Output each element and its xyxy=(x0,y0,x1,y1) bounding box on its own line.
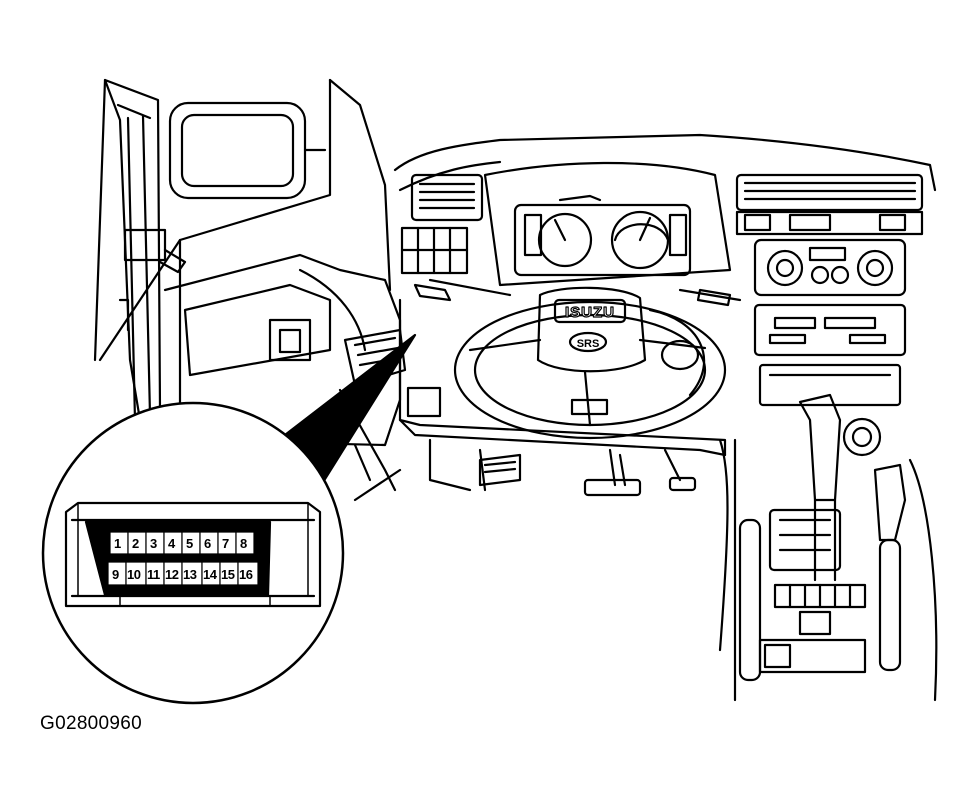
center-console xyxy=(718,173,938,702)
dashboard xyxy=(393,133,937,457)
pin-label: 14 xyxy=(203,567,218,582)
pin-label: 3 xyxy=(150,536,157,551)
pin-label: 4 xyxy=(168,536,176,551)
pin-label: 8 xyxy=(240,536,247,551)
pin-label: 9 xyxy=(112,567,119,582)
pin-label: 12 xyxy=(165,567,179,582)
pin-label: 15 xyxy=(221,567,235,582)
connector-top-row xyxy=(109,531,255,555)
pin-label: 5 xyxy=(186,536,193,551)
pin-label: 7 xyxy=(222,536,229,551)
pin-label: 13 xyxy=(183,567,197,582)
pin-label: 2 xyxy=(132,536,139,551)
steering-wheel-brand-text: ISUZU xyxy=(565,304,615,321)
figure-id-caption: G02800960 xyxy=(40,713,143,734)
pedal-area xyxy=(428,438,697,497)
airbag-srs-text: SRS xyxy=(577,338,600,350)
pin-label: 16 xyxy=(239,567,253,582)
pin-label: 11 xyxy=(147,567,160,582)
connector-bottom-row xyxy=(107,561,259,586)
pin-label: 6 xyxy=(204,536,211,551)
pin-label: 1 xyxy=(114,536,121,551)
connector-callout-circle: 1 2 3 4 5 6 7 8 9 10 11 12 13 14 15 16 xyxy=(41,401,345,705)
pin-label: 10 xyxy=(127,567,141,582)
